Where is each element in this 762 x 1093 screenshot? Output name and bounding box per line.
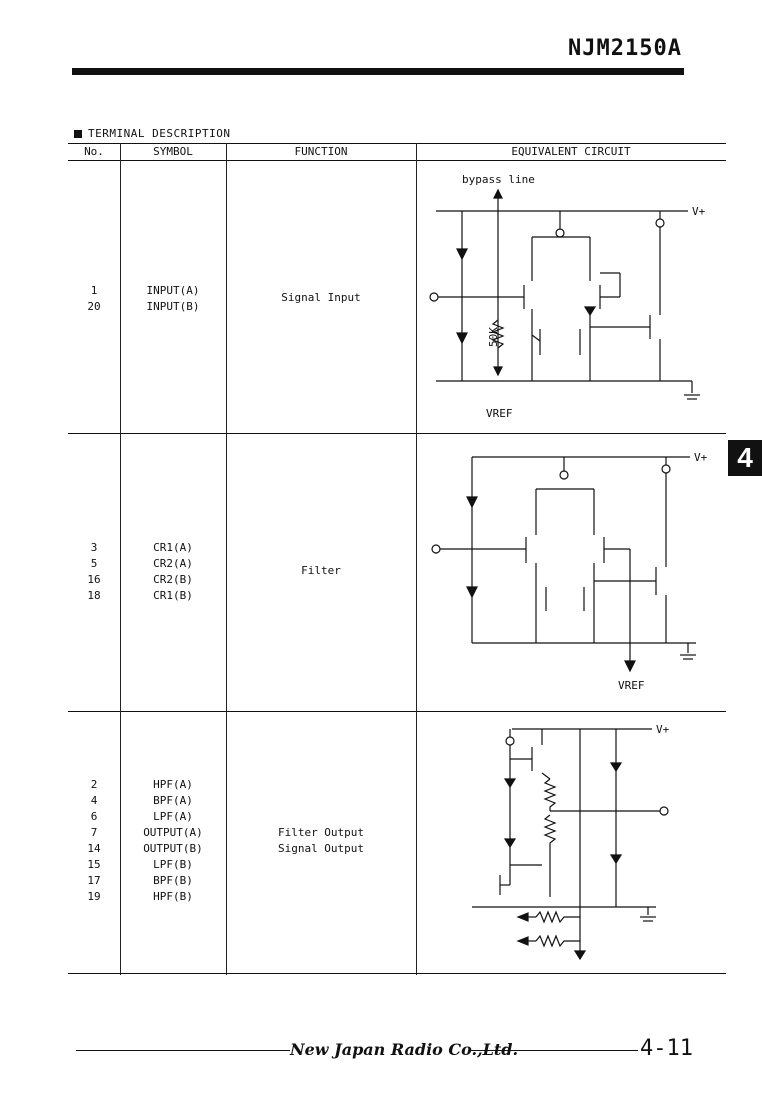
col-header-circuit: EQUIVALENT CIRCUIT [511,145,631,158]
col-divider-2 [226,143,227,975]
pin-function: Signal Input [281,291,361,304]
pin-symbol: CR2(B) [153,573,193,586]
pin-symbol: OUTPUT(B) [143,842,203,855]
table-top-rule [68,143,726,144]
row-2-function: Filter [226,563,416,579]
pin-number: 4 [90,794,98,807]
pin-number: 18 [87,589,101,602]
pin-symbol: BPF(A) [153,794,193,807]
pin-symbol: CR2(A) [153,557,193,570]
row-1-no: 1 20 [68,283,120,315]
row-3-symbol: HPF(A) BPF(A) LPF(A) OUTPUT(A) OUTPUT(B)… [120,777,226,905]
pin-number: 19 [87,890,101,903]
footer-rule-left [76,1050,290,1051]
footer-rule-right [470,1050,638,1051]
pin-number: 14 [87,842,101,855]
table-header-rule [68,160,726,161]
page-number: 4-11 [640,1036,693,1061]
pin-symbol: OUTPUT(A) [143,826,203,839]
pin-symbol: HPF(B) [153,890,193,903]
chapter-tab: 4 [728,440,762,476]
header-rule [72,68,684,75]
vplus-label: V+ [656,723,670,736]
pin-symbol: LPF(B) [153,858,193,871]
row-3-function: Filter Output Signal Output [226,825,416,857]
col-header-function: FUNCTION [294,145,348,158]
vplus-label: V+ [694,451,708,464]
pin-number: 20 [87,300,101,313]
table-bottom-rule [68,973,726,974]
pin-function: Filter Output [277,826,365,839]
row-divider-1 [68,433,726,434]
section-title-text: TERMINAL DESCRIPTION [88,127,231,140]
equivalent-circuit-output: V+ [472,723,670,961]
pin-number: 15 [87,858,101,871]
row-3-no: 2 4 6 7 14 15 17 19 [68,777,120,905]
pin-number: 17 [87,874,101,887]
pin-symbol: HPF(A) [153,778,193,791]
row-1-function: Signal Input [226,290,416,306]
company-logo-text: New Japan Radio Co.,Ltd. [290,1040,519,1059]
row-2-symbol: CR1(A) CR2(A) CR2(B) CR1(B) [120,540,226,604]
pin-number: 6 [90,810,98,823]
col-divider-1 [120,143,121,975]
part-number: NJM2150A [568,36,682,61]
pin-symbol: INPUT(B) [146,300,200,313]
row-1-symbol: INPUT(A) INPUT(B) [120,283,226,315]
pin-number: 16 [87,573,101,586]
pin-symbol: BPF(B) [153,874,193,887]
row-divider-2 [68,711,726,712]
bullet-square-icon [74,130,82,138]
pin-number: 2 [90,778,98,791]
equivalent-circuit-input: bypass line V+ 50K VREF [429,173,706,420]
col-divider-3 [416,143,417,975]
vref-label: VREF [618,679,645,692]
pin-symbol: INPUT(A) [146,284,200,297]
pin-symbol: CR1(A) [153,541,193,554]
pin-function: Filter [301,564,341,577]
section-title: TERMINAL DESCRIPTION [74,127,230,140]
vref-label: VREF [486,407,513,420]
pin-number: 3 [90,541,98,554]
col-header-symbol: SYMBOL [153,145,193,158]
pin-number: 5 [90,557,98,570]
terminal-table: No. SYMBOL FUNCTION EQUIVALENT CIRCUIT 1… [68,143,726,975]
pin-number: 7 [90,826,98,839]
pin-function: Signal Output [277,842,365,855]
pin-number: 1 [90,284,98,297]
col-header-no: No. [84,145,104,158]
bypass-line-label: bypass line [462,173,535,186]
resistor-50k-label: 50K [487,327,500,347]
pin-symbol: LPF(A) [153,810,193,823]
pin-symbol: CR1(B) [153,589,193,602]
equivalent-circuit-filter: V+ VREF [431,451,708,692]
vplus-label: V+ [692,205,706,218]
row-2-no: 3 5 16 18 [68,540,120,604]
